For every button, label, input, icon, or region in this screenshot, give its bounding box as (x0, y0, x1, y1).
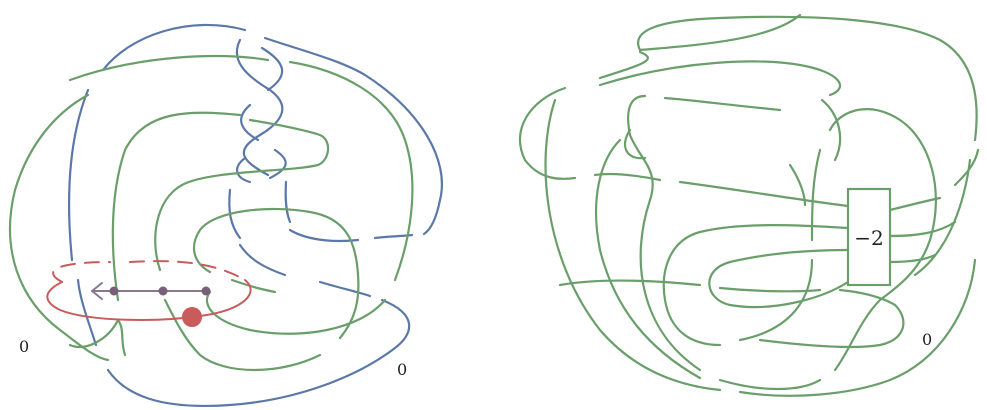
basepoint-dot (182, 307, 202, 327)
framing-label: 0 (922, 330, 932, 349)
framing-label-blue: 0 (397, 360, 407, 379)
framing-label-green: 0 (19, 337, 29, 356)
twist-box-label: −2 (854, 226, 883, 250)
arrow-with-dots (92, 283, 211, 299)
intersection-dot (159, 287, 168, 296)
green-knot (520, 15, 978, 396)
green-component (10, 56, 412, 370)
red-meridian-circle (47, 261, 250, 327)
right-link-diagram: −2 0 (520, 15, 978, 396)
left-link-diagram: 0 0 (10, 25, 442, 406)
blue-component (69, 25, 442, 406)
intersection-dot (202, 287, 211, 296)
intersection-dot (110, 287, 119, 296)
